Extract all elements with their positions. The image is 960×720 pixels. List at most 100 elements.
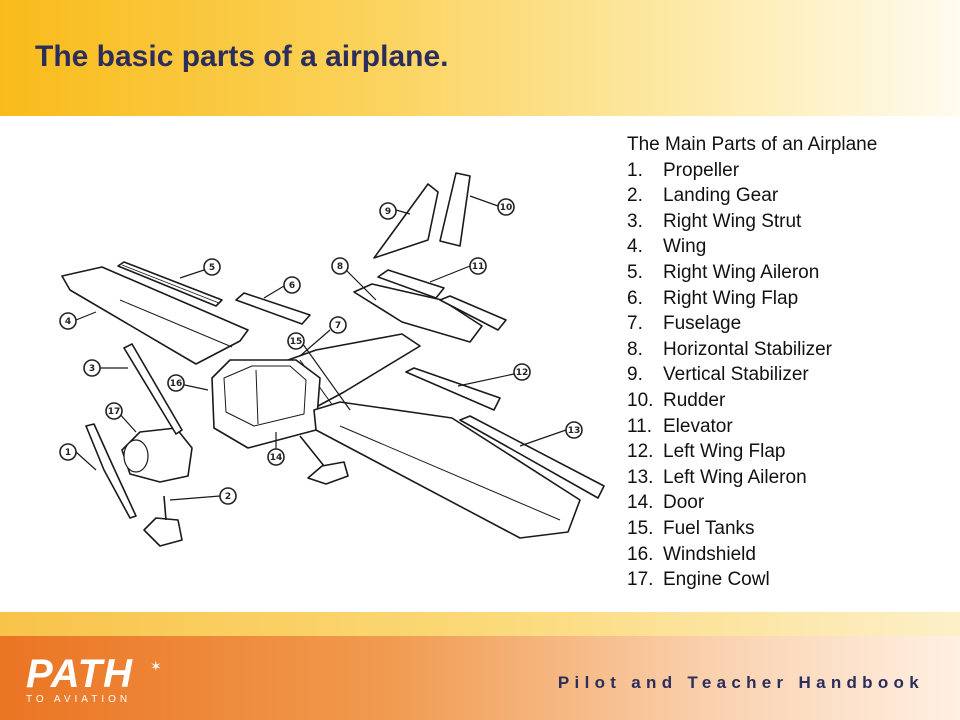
parts-list-number: 16. [627, 543, 654, 565]
parts-list-number: 6. [627, 287, 643, 309]
parts-list-label: Fuselage [663, 313, 742, 335]
callout-number: 14 [270, 453, 283, 463]
parts-list-label: Door [663, 492, 705, 514]
parts-list-number: 9. [627, 364, 643, 386]
callout-circle [283, 276, 301, 294]
parts-list-number: 14. [627, 492, 654, 514]
parts-list-number: 11. [627, 415, 653, 437]
callout-circle [329, 316, 347, 334]
callout-circle [513, 363, 531, 381]
parts-list-number: 4. [627, 236, 643, 258]
parts-list-label: Horizontal Stabilizer [663, 338, 832, 360]
parts-list-item: 7. Fuselage [627, 311, 947, 337]
callout-number: 7 [335, 321, 341, 331]
parts-list-item: 17.Engine Cowl [627, 567, 947, 593]
parts-list: The Main Parts of an Airplane 1. Propelle… [627, 132, 947, 593]
parts-items: 1. Propeller 2. Landing Gear 3. Right Wing St… [627, 158, 947, 593]
callout-circle [167, 374, 185, 392]
main-gear-part [307, 461, 349, 485]
callout-number: 8 [337, 262, 343, 272]
parts-list-label: Elevator [663, 415, 733, 437]
callout-number: 15 [290, 337, 303, 347]
parts-list-number: 3. [627, 210, 643, 232]
callout-circle [379, 202, 397, 220]
elevator-part [377, 269, 445, 299]
parts-list-label: Fuel Tanks [663, 517, 755, 539]
vertical-stabilizer-part [373, 183, 439, 259]
callout-circle [287, 332, 305, 350]
strut-part [123, 343, 183, 435]
parts-list-number: 2. [627, 185, 643, 207]
callout-circle [105, 402, 123, 420]
parts-list-number: 13. [627, 466, 654, 488]
parts-list-item: 6. Right Wing Flap [627, 286, 947, 312]
parts-list-label: Windshield [663, 543, 756, 565]
parts-list-item: 1. Propeller [627, 158, 947, 184]
callout-number: 2 [225, 492, 231, 502]
callout-number: 4 [65, 317, 71, 327]
footer-top-band [0, 612, 960, 638]
parts-list-label: Left Wing Flap [663, 441, 786, 463]
callout-number: 11 [472, 262, 485, 272]
callout-number: 13 [568, 426, 581, 436]
parts-list-label: Left Wing Aileron [663, 466, 807, 488]
parts-list-label: Right Wing Flap [663, 287, 799, 309]
callout-circle [497, 198, 515, 216]
footer-band [0, 636, 960, 720]
path-logo: PATH ✶ TO AVIATION [12, 652, 162, 710]
callout-circle [219, 487, 237, 505]
callout-number: 16 [170, 379, 183, 389]
parts-list-label: Rudder [663, 389, 726, 411]
parts-list-item: 10. Rudder [627, 388, 947, 414]
parts-list-number: 1. [627, 159, 643, 181]
parts-list-number: 10. [627, 389, 654, 411]
slide-title: The basic parts of a airplane. [35, 40, 449, 73]
parts-list-item: 2. Landing Gear [627, 183, 947, 209]
left-wing [313, 401, 581, 539]
parts-list-item: 16. Windshield [627, 542, 947, 568]
callout-number: 3 [89, 364, 95, 374]
callout-number: 12 [516, 368, 529, 378]
left-aileron-part [459, 415, 605, 499]
parts-list-number: 7. [627, 313, 643, 335]
parts-list-item: 5.Right Wing Aileron [627, 260, 947, 286]
parts-list-item: 12. Left Wing Flap [627, 439, 947, 465]
callout-number: 1 [65, 448, 71, 458]
parts-list-item: 15. Fuel Tanks [627, 516, 947, 542]
parts-list-label: Landing Gear [663, 185, 779, 207]
callout-circle [59, 443, 77, 461]
parts-list-number: 15. [627, 517, 654, 539]
parts-list-number: 5. [627, 261, 643, 283]
propeller-part [85, 423, 137, 519]
callout-circle [565, 421, 583, 439]
parts-list-item: 11. Elevator [627, 414, 947, 440]
right-wing [61, 266, 249, 365]
callout-number: 5 [209, 263, 215, 273]
callout-circle [203, 258, 221, 276]
parts-list-label: Vertical Stabilizer [663, 364, 809, 386]
handbook-label: Pilot and Teacher Handbook [557, 673, 924, 692]
callout-circle [59, 312, 77, 330]
callout-circle [83, 359, 101, 377]
callout-circle [469, 257, 487, 275]
parts-list-item: 14. Door [627, 490, 947, 516]
parts-list-item: 4.Wing [627, 234, 947, 260]
parts-list-heading: The Main Parts of an Airplane [627, 134, 878, 155]
horizontal-stabilizer-part [353, 283, 483, 343]
star-icon: ✶ [150, 658, 162, 674]
logo-subtext: TO AVIATION [26, 694, 132, 705]
callout-number: 9 [385, 207, 391, 217]
parts-list-number: 8. [627, 338, 643, 360]
callout-number: 6 [289, 281, 295, 291]
parts-list-item: 9. Vertical Stabilizer [627, 362, 947, 388]
right-flap-part [235, 292, 311, 325]
parts-list-item: 13. Left Wing Aileron [627, 465, 947, 491]
parts-list-number: 12. [627, 441, 654, 463]
parts-list-label: Right Wing Strut [663, 210, 802, 232]
rudder-part [439, 172, 471, 247]
callout-number: 17 [108, 407, 121, 417]
left-flap-part [405, 367, 501, 411]
parts-list-label: Propeller [663, 159, 740, 181]
callout-number: 10 [500, 203, 513, 213]
